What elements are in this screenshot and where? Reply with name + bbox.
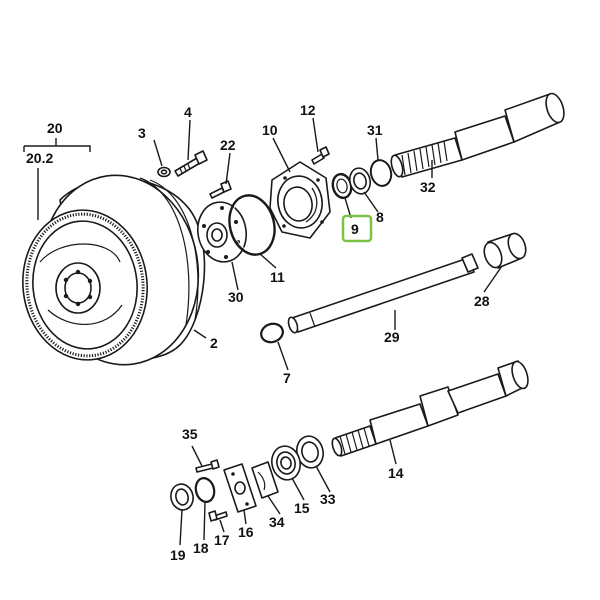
callout-19: 19 bbox=[170, 547, 186, 563]
part-bolt-35[interactable] bbox=[195, 459, 220, 473]
callout-34: 34 bbox=[269, 514, 285, 530]
part-washer-3[interactable] bbox=[157, 166, 171, 178]
callout-15: 15 bbox=[294, 500, 310, 516]
part-bearing-33[interactable] bbox=[294, 433, 327, 470]
part-ring-8[interactable] bbox=[347, 166, 373, 196]
callout-31: 31 bbox=[367, 122, 383, 138]
highlight-box bbox=[341, 214, 373, 243]
callout-35: 35 bbox=[182, 426, 198, 442]
callout-9: 9 bbox=[351, 221, 359, 237]
callout-3: 3 bbox=[138, 125, 146, 141]
callout-20: 20 bbox=[47, 120, 63, 136]
part-cover-16[interactable] bbox=[223, 463, 257, 513]
callout-12: 12 bbox=[300, 102, 316, 118]
callout-32: 32 bbox=[420, 179, 436, 195]
part-bolt-4[interactable] bbox=[174, 150, 208, 177]
callout-33: 33 bbox=[320, 491, 336, 507]
part-bushing-28[interactable] bbox=[481, 231, 529, 270]
callout-labels: 20 20.2 3 4 22 10 12 31 32 8 9 11 30 2 2… bbox=[26, 102, 490, 563]
callout-22: 22 bbox=[220, 137, 236, 153]
part-shaft-32[interactable] bbox=[389, 91, 567, 178]
part-plate-34[interactable] bbox=[251, 461, 279, 499]
callout-7: 7 bbox=[283, 370, 291, 386]
part-shaft-14[interactable] bbox=[330, 360, 531, 457]
callout-16: 16 bbox=[238, 524, 254, 540]
part-housing-10[interactable] bbox=[269, 161, 331, 239]
part-ring-18[interactable] bbox=[193, 476, 216, 504]
part-shaft-29[interactable] bbox=[287, 253, 479, 334]
part-screw-12[interactable] bbox=[311, 146, 330, 165]
leader-lines bbox=[23, 117, 503, 546]
part-seal-15[interactable] bbox=[268, 443, 303, 483]
part-ring-31[interactable] bbox=[368, 158, 394, 188]
callout-8: 8 bbox=[376, 209, 384, 225]
part-oring-11[interactable] bbox=[223, 191, 280, 260]
callout-18: 18 bbox=[193, 540, 209, 556]
callout-30: 30 bbox=[228, 289, 244, 305]
part-bolt-17[interactable] bbox=[208, 510, 228, 522]
callout-28: 28 bbox=[474, 293, 490, 309]
callout-17: 17 bbox=[214, 532, 230, 548]
callout-4: 4 bbox=[184, 104, 192, 120]
callout-14: 14 bbox=[388, 465, 404, 481]
callout-20-2: 20.2 bbox=[26, 150, 53, 166]
part-torque-converter[interactable] bbox=[16, 165, 211, 375]
callout-29: 29 bbox=[384, 329, 400, 345]
callout-2: 2 bbox=[210, 335, 218, 351]
part-seal-9[interactable] bbox=[330, 172, 353, 200]
part-bolt-22[interactable] bbox=[209, 180, 232, 199]
part-oring-7[interactable] bbox=[259, 321, 285, 345]
part-flange-30[interactable] bbox=[193, 198, 251, 265]
callout-10: 10 bbox=[262, 122, 278, 138]
callout-11: 11 bbox=[270, 269, 285, 285]
part-ring-19[interactable] bbox=[168, 482, 196, 513]
